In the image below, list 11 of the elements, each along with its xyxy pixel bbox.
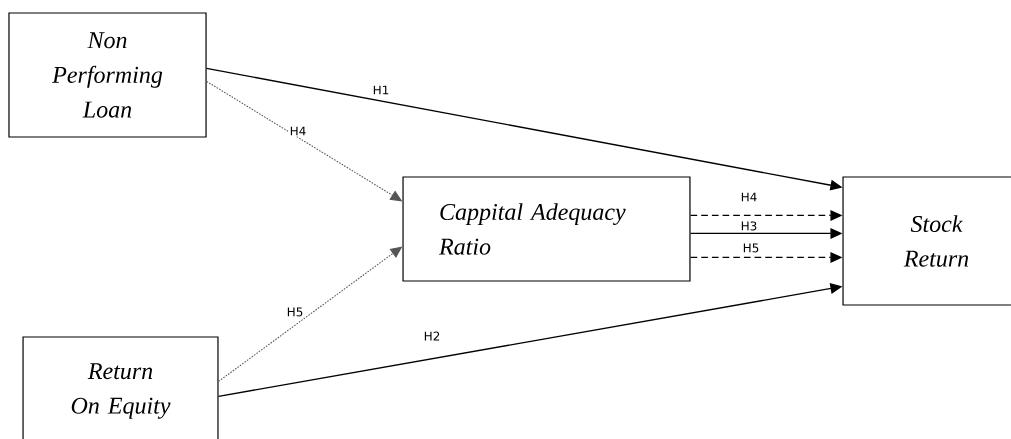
edge-label: H5 — [741, 242, 761, 254]
edge-label: H2 — [422, 330, 442, 342]
edge-label: H5 — [285, 306, 305, 318]
edge-label: H1 — [371, 84, 391, 96]
variable-box: Return On Equity — [22, 336, 219, 439]
edge-label: H4 — [739, 191, 759, 203]
edge-label: H4 — [288, 125, 308, 137]
variable-box: Stock Return — [842, 176, 1011, 306]
edge-label: H3 — [739, 220, 759, 232]
variable-box: Non Performing Loan — [8, 12, 207, 138]
variable-box: Cappital Adequacy Ratio — [402, 176, 691, 282]
